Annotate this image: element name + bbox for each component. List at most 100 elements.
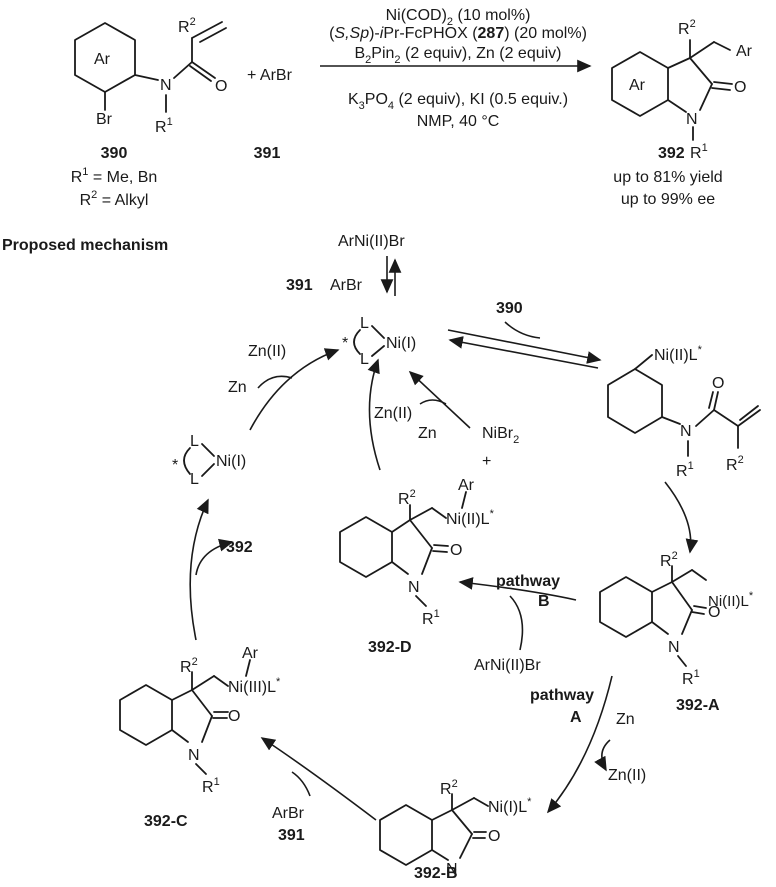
390-curve	[504, 321, 541, 339]
pathway-b-curve	[509, 595, 524, 651]
svg-text:O: O	[450, 542, 462, 559]
release-arrow	[189, 498, 209, 641]
svg-text:N: N	[188, 747, 200, 764]
svg-text:Ni(I)L*: Ni(I)L*	[488, 796, 532, 816]
label-391-c: 391	[278, 827, 305, 844]
pathway-b-letter: B	[538, 593, 550, 610]
svg-text:R2: R2	[180, 656, 198, 676]
svg-text:N: N	[668, 639, 680, 656]
carbonyl-o-label: O	[215, 78, 227, 95]
nibr2-label: NiBr2	[482, 425, 519, 446]
svg-text:R1: R1	[422, 608, 440, 628]
ni-catalyst-top: * L L Ni(I)	[342, 315, 416, 368]
zn-a: Zn	[616, 711, 635, 728]
svg-text:R1: R1	[676, 460, 694, 480]
svg-text:R2: R2	[440, 778, 458, 798]
svg-text:O: O	[228, 708, 240, 725]
label-391-top: 391	[286, 277, 313, 294]
r2-definition: R2 = Alkyl	[80, 189, 149, 209]
pathway-a-label: pathway	[530, 687, 594, 704]
yield-text: up to 81% yield	[613, 169, 722, 186]
arbr-top: ArBr	[330, 277, 363, 294]
ni-catalyst-left: * L L Ni(I)	[172, 433, 246, 488]
svg-text:R1: R1	[202, 776, 220, 796]
ni2L-label: Ni(II)L*	[654, 344, 703, 364]
392D-ni-label: Ni(II)L*	[446, 508, 495, 528]
pathway-b-label: pathway	[496, 573, 560, 590]
zn2-center: Zn(II)	[374, 405, 412, 422]
r1-definition: R1 = Me, Bn	[71, 166, 158, 186]
label-390: 390	[101, 145, 128, 162]
pathway-b-arrow	[458, 577, 577, 601]
svg-text:L: L	[360, 351, 369, 368]
oxidative-arrow-back	[448, 336, 599, 369]
zn-left: Zn	[228, 379, 247, 396]
svg-text:Ni(I): Ni(I)	[386, 335, 416, 352]
label-392C: 392-C	[144, 813, 188, 830]
product-r2-label: R2	[678, 18, 696, 38]
svg-text:*: *	[172, 457, 178, 474]
svg-text:L: L	[360, 315, 369, 332]
pathway-a-letter: A	[570, 709, 582, 726]
label-390-mech: 390	[496, 300, 523, 317]
chiral-star: *	[342, 335, 348, 352]
product-392: Ar N O R1 R2 Ar	[611, 18, 753, 162]
product-o-label: O	[734, 79, 746, 96]
product-n-label: N	[686, 111, 698, 128]
svg-text:N: N	[408, 579, 420, 596]
392A-ni-label: Ni(II)L*	[708, 590, 754, 610]
pathway-a-arrow	[546, 675, 613, 814]
ee-text: up to 99% ee	[621, 191, 715, 208]
condition-line-3: B2Pin2 (2 equiv), Zn (2 equiv)	[355, 45, 562, 66]
label-391: 391	[254, 145, 281, 162]
mechanism-heading: Proposed mechanism	[2, 237, 168, 254]
arnibr-pathway-b: ArNi(II)Br	[474, 657, 541, 674]
svg-text:N: N	[446, 861, 458, 878]
r2-label: R2	[178, 16, 196, 36]
zn-center-curve	[419, 399, 447, 405]
zn-left-curve	[257, 375, 293, 389]
b-to-c-arrow	[260, 737, 377, 821]
392-out-arrow	[195, 538, 234, 576]
svg-text:L: L	[190, 471, 199, 488]
intermediate-392D: N O R1 R2 Ni(II)L* Ar	[339, 477, 495, 628]
svg-text:O: O	[488, 828, 500, 845]
reduction-arrow	[249, 348, 340, 431]
svg-text:R2: R2	[726, 454, 744, 474]
starting-material-390: Ar Br N R1 O R2	[74, 16, 227, 136]
intermediate-392A: N O R1 R2	[599, 550, 720, 688]
zn-a-curve	[594, 739, 611, 772]
zn2-left: Zn(II)	[248, 343, 286, 360]
condition-line-5: NMP, 40 °C	[417, 113, 500, 130]
intermediate-392C: N O R1 R2 Ni(III)L* Ar	[119, 645, 281, 796]
svg-text:Ni(I): Ni(I)	[216, 453, 246, 470]
arbr-c: ArBr	[272, 805, 305, 822]
r1-label: R1	[155, 116, 173, 136]
cyclization-arrow	[664, 481, 699, 554]
aryl-label: Ar	[94, 51, 111, 68]
product-aryl-label: Ar	[629, 77, 646, 94]
svg-text:N: N	[680, 423, 692, 440]
label-392A: 392-A	[676, 697, 720, 714]
svg-text:Ar: Ar	[458, 477, 475, 494]
plus-center: +	[482, 453, 491, 470]
nibr2-arrow	[408, 370, 471, 429]
svg-text:R2: R2	[398, 488, 416, 508]
svg-text:O: O	[712, 375, 724, 392]
aryl-ni-intermediate: Ni(II)L* N R1 O R2	[607, 344, 761, 480]
label-392B: 392-B	[414, 865, 458, 882]
product-r1-label: R1	[690, 142, 708, 162]
zn-center: Zn	[418, 425, 437, 442]
label-392D: 392-D	[368, 639, 412, 656]
arnibr-top: ArNi(II)Br	[338, 233, 405, 250]
svg-text:R1: R1	[682, 668, 700, 688]
amide-n-label: N	[160, 77, 172, 94]
condition-line-1: Ni(COD)2 (10 mol%)	[386, 7, 531, 28]
bromo-label: Br	[96, 111, 113, 128]
svg-text:L: L	[190, 433, 199, 450]
plus-arbr: + ArBr	[247, 67, 293, 84]
arbr-c-curve	[291, 771, 311, 797]
svg-text:R2: R2	[660, 550, 678, 570]
